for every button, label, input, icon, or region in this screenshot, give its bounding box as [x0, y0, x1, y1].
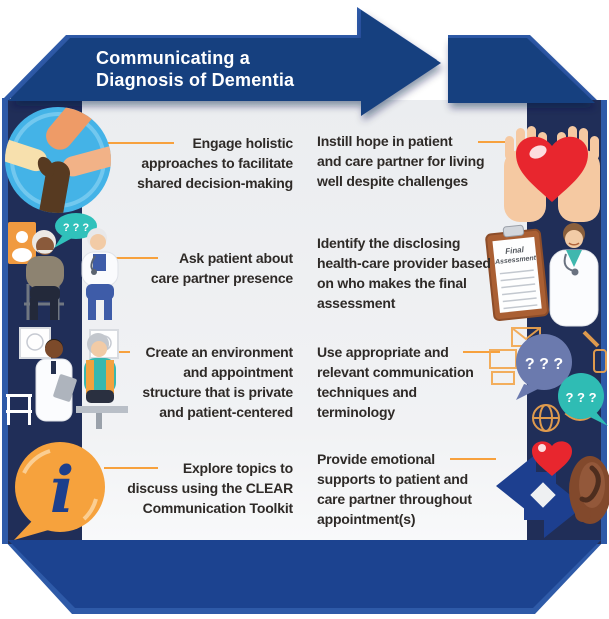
text-line: health-care provider based	[317, 255, 491, 271]
text-line: and care partner for living	[317, 153, 485, 169]
text-line: and appointment	[183, 364, 293, 380]
info-glyph: i	[50, 453, 74, 528]
text-line: Communication Toolkit	[142, 500, 294, 516]
text-line: shared decision-making	[137, 175, 293, 191]
text-line: supports to patient and	[317, 471, 468, 487]
patient-care-partner-icon: ? ? ?	[8, 213, 119, 320]
left-bevel-edge	[2, 98, 10, 544]
title-arrow-banner	[8, 10, 441, 116]
content-panel	[82, 100, 527, 540]
text-line: techniques and	[317, 384, 417, 400]
connector-line	[116, 351, 130, 353]
title-line: Diagnosis of Dementia	[96, 70, 295, 90]
question-marks-label: ? ? ?	[63, 222, 90, 234]
text-line: Create an environment	[145, 344, 293, 360]
top-right-band	[448, 38, 595, 103]
text-line: care partner throughout	[317, 491, 472, 507]
question-marks-label: ? ? ?	[565, 390, 596, 405]
text-line: approaches to facilitate	[141, 155, 293, 171]
question-marks-label: ? ? ?	[525, 356, 563, 373]
text-line: Engage holistic	[192, 135, 294, 151]
text-line: Ask patient about	[178, 250, 293, 266]
clipboard-title-label: Final	[505, 245, 525, 256]
text-line: terminology	[317, 404, 395, 420]
text-line: Use appropriate and	[317, 344, 449, 360]
connector-line	[106, 142, 174, 144]
benefit-text: Instill hope in patient and care partner…	[317, 131, 485, 191]
listening-support-icon	[496, 441, 609, 538]
connector-line	[463, 351, 500, 353]
page-title: Communicating a Diagnosis of Dementia	[96, 47, 294, 91]
bottom-band	[8, 540, 601, 608]
question-bubbles-icon: ? ? ? ? ? ?	[489, 327, 608, 432]
joined-hands-icon	[5, 107, 111, 213]
text-line: Instill hope in patient	[317, 133, 453, 149]
connector-line	[104, 467, 158, 469]
private-appointment-icon	[6, 327, 128, 429]
benefit-text: Ask patient about care partner presence	[151, 248, 293, 288]
text-line: Identify the disclosing	[317, 235, 461, 251]
connector-line	[478, 141, 508, 143]
title-line: Communicating a	[96, 48, 251, 68]
text-line: structure that is private	[142, 384, 293, 400]
text-line: on who makes the final	[317, 275, 467, 291]
connector-line	[450, 458, 496, 460]
text-line: Explore topics to	[182, 460, 293, 476]
text-line: care partner presence	[150, 270, 293, 286]
connector-line	[112, 257, 158, 259]
text-line: assessment	[317, 295, 396, 311]
benefit-text: Use appropriate and relevant communicati…	[317, 342, 474, 422]
right-bevel-edge	[599, 100, 607, 544]
text-line: and patient-centered	[159, 404, 293, 420]
text-line: Provide emotional	[317, 451, 435, 467]
benefit-text: Identify the disclosing health-care prov…	[317, 233, 491, 313]
clipboard-title-label: Assessment	[494, 255, 537, 266]
benefit-text: Explore topics to discuss using the CLEA…	[127, 458, 293, 518]
benefit-text: Create an environment and appointment st…	[142, 342, 293, 422]
text-line: well despite challenges	[317, 173, 469, 189]
benefit-text: Engage holistic approaches to facilitate…	[137, 133, 293, 193]
doctor-final-assessment-icon: Final Assessment	[485, 223, 599, 327]
text-line: appointment(s)	[317, 511, 416, 527]
benefit-text: Provide emotional supports to patient an…	[317, 449, 472, 529]
text-line: relevant communication	[317, 364, 474, 380]
info-icon: i	[14, 442, 105, 540]
text-line: discuss using the CLEAR	[127, 480, 293, 496]
heart-in-hands-icon	[504, 126, 600, 222]
